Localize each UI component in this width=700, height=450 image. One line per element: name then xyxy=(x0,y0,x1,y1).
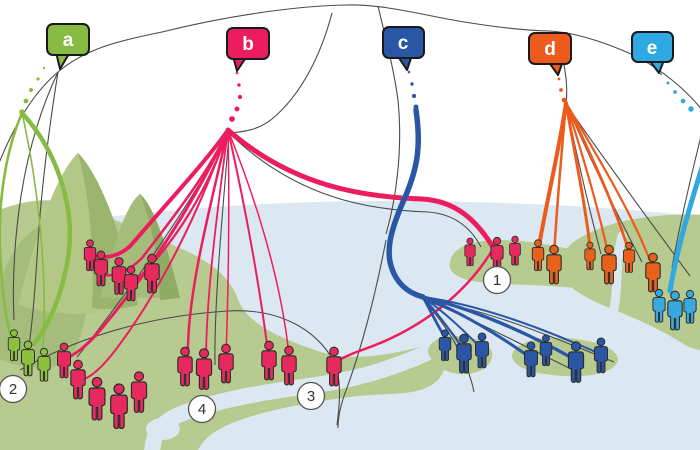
flow-lines-e xyxy=(667,165,700,294)
flow-path xyxy=(228,12,333,134)
balloon-letter: d xyxy=(544,39,556,60)
trail-dot xyxy=(42,66,46,70)
trail-dot xyxy=(673,90,677,94)
flow-path xyxy=(19,110,73,347)
trail-dot xyxy=(666,81,670,85)
flow-path xyxy=(92,128,230,260)
marker-2: 2 xyxy=(0,374,28,404)
trail-dot xyxy=(19,109,25,115)
flow-path xyxy=(564,101,630,251)
dotted-trail-e xyxy=(659,72,694,112)
trail-dot xyxy=(237,83,241,87)
trail-dot xyxy=(557,77,561,81)
flow-path xyxy=(564,101,611,260)
trail-dot xyxy=(413,104,419,110)
flow-lines-d xyxy=(537,101,654,268)
trail-dot xyxy=(659,72,663,76)
balloon-b: b xyxy=(226,27,270,72)
flow-path xyxy=(186,128,230,362)
marker-1: 1 xyxy=(482,265,512,295)
trail-dot xyxy=(680,98,686,104)
balloon-letter: e xyxy=(647,38,658,59)
trail-dot xyxy=(234,106,240,112)
flow-path xyxy=(227,129,269,353)
balloon-letter: b xyxy=(242,34,254,55)
flow-path xyxy=(386,107,426,300)
marker-circle xyxy=(187,394,217,424)
balloon-body xyxy=(46,23,90,56)
flow-lines-c xyxy=(386,107,599,360)
balloon-letter: c xyxy=(398,33,409,54)
trail-dot xyxy=(237,94,243,100)
dotted-trail-a xyxy=(19,66,46,115)
dotted-trail-c xyxy=(407,70,419,110)
flow-path xyxy=(0,111,24,346)
coast-inlet xyxy=(607,231,627,323)
flow-path xyxy=(205,129,229,363)
trail-dot xyxy=(29,88,33,92)
pond xyxy=(146,418,180,440)
marker-4: 4 xyxy=(187,394,217,424)
balloon-d: d xyxy=(528,32,572,76)
marker-circle xyxy=(0,374,28,404)
balloon-body xyxy=(226,27,270,60)
balloon-body xyxy=(528,32,572,65)
map-background xyxy=(0,153,700,450)
flow-path xyxy=(421,295,530,358)
flow-path xyxy=(227,129,290,356)
flow-path xyxy=(333,247,495,365)
lineage-balloons: a b c d e xyxy=(46,23,674,76)
trail-dot xyxy=(235,71,239,75)
flow-path xyxy=(421,295,574,360)
flow-path xyxy=(0,4,700,163)
balloon-letter: a xyxy=(63,30,74,51)
site-markers: 1 2 3 4 xyxy=(0,265,512,424)
trail-dot xyxy=(411,93,417,99)
marker-number: 3 xyxy=(307,388,315,405)
right-landmass xyxy=(561,214,700,351)
marker-number: 4 xyxy=(198,401,206,418)
dotted-trail-b xyxy=(229,71,243,122)
flow-path xyxy=(12,71,59,321)
trail-dot xyxy=(229,116,235,122)
balloon-body xyxy=(631,31,674,63)
balloon-a: a xyxy=(46,23,90,70)
flow-path xyxy=(564,101,592,249)
marker-number: 2 xyxy=(9,381,17,398)
flow-path xyxy=(337,239,387,429)
balloon-e: e xyxy=(631,31,674,74)
marker-3: 3 xyxy=(296,381,326,411)
flow-path xyxy=(667,165,700,294)
trail-dot xyxy=(688,106,694,112)
flow-path xyxy=(80,129,229,381)
trail-dot xyxy=(559,88,563,92)
flow-path xyxy=(25,71,59,364)
dotted-trail-d xyxy=(557,77,567,103)
marker-circle xyxy=(296,381,326,411)
marker-circle xyxy=(482,265,512,295)
trail-dot xyxy=(561,97,567,103)
trail-dot xyxy=(36,77,40,81)
balloon-c: c xyxy=(382,26,425,71)
trail-dot xyxy=(410,82,414,86)
balloon-body xyxy=(382,26,425,59)
flow-path xyxy=(214,132,230,366)
trail-dot xyxy=(23,98,29,104)
island-south xyxy=(512,337,618,377)
flow-path xyxy=(564,101,654,268)
flow-path xyxy=(225,129,230,359)
flow-path xyxy=(552,101,568,260)
marker-number: 1 xyxy=(493,272,501,289)
trail-dot xyxy=(407,70,411,74)
